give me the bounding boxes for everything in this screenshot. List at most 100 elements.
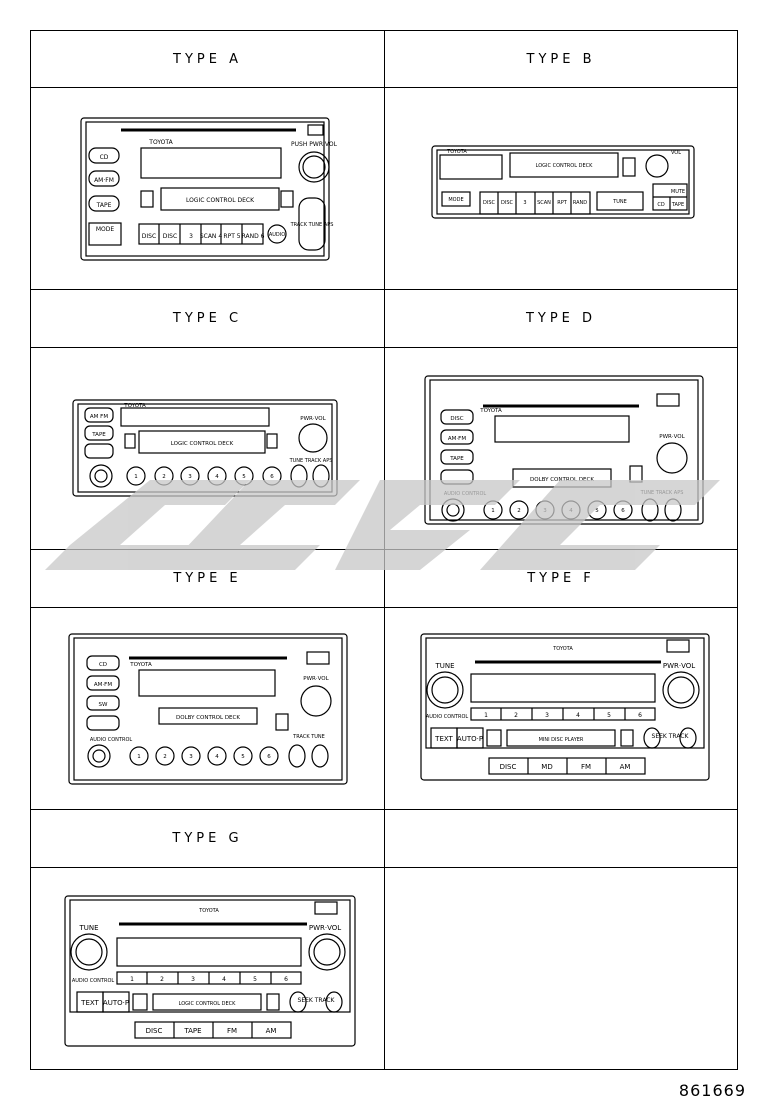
- type-e-btn-cd: CD: [99, 662, 107, 668]
- type-g-deck-label: LOGIC CONTROL DECK: [179, 1001, 236, 1007]
- type-e-preset-6: 6: [267, 754, 271, 760]
- type-e-title: TYPE E: [173, 571, 242, 586]
- type-c-brand: TOYOTA: [123, 403, 146, 409]
- type-d-audio-label: AUDIO CONTROL: [444, 491, 487, 497]
- type-c-preset-4: 4: [215, 474, 219, 480]
- type-g-knob-label: PWR·VOL: [309, 924, 341, 932]
- type-g-title-cell: TYPE G: [30, 810, 385, 868]
- type-a-preset-2: DISC: [163, 233, 177, 240]
- type-c-title-cell: TYPE C: [30, 290, 385, 348]
- type-f-preset-1: 1: [484, 712, 488, 719]
- type-a-preset-4: SCAN 4: [200, 233, 222, 240]
- empty-drawing-cell: [385, 868, 738, 1070]
- type-b-btn-mute: MUTE: [671, 189, 685, 195]
- type-b-tune-label: TUNE: [612, 199, 627, 205]
- type-g-audio-label: AUDIO CONTROL: [72, 978, 115, 984]
- type-a-preset-1: DISC: [142, 233, 156, 240]
- type-g-source-disc: DISC: [146, 1027, 163, 1035]
- type-g-title: TYPE G: [172, 831, 243, 846]
- type-g-text-button: TEXT: [80, 999, 99, 1007]
- type-f-audio-label: AUDIO CONTROL: [426, 714, 469, 720]
- type-c-radio-drawing: TOYOTA AM FM TAPE PWR·VOL LOGIC CONTROL …: [72, 399, 338, 497]
- type-b-preset-2: DISC: [501, 200, 513, 206]
- radio-type-sheet: TYPE A TYPE B: [30, 30, 738, 1070]
- type-c-btn-tape: TAPE: [91, 432, 106, 438]
- type-d-btn-amfm: AM·FM: [448, 436, 466, 442]
- type-a-brand: TOYOTA: [148, 139, 173, 146]
- type-d-radio-drawing: TOYOTA DISC AM·FM TAPE PWR·VOL DOLBY CON…: [424, 375, 704, 525]
- type-g-source-fm: FM: [227, 1027, 237, 1035]
- type-f-source-am: AM: [620, 763, 631, 771]
- type-d-btn-tape: TAPE: [449, 456, 464, 462]
- type-f-title: TYPE F: [527, 571, 595, 586]
- type-c-btn-amfm: AM FM: [90, 414, 108, 420]
- type-a-drawing-cell: TOYOTA CD AM·FM TAPE MODE PUSH PWR·VOL L…: [30, 88, 385, 290]
- type-a-btn-amfm: AM·FM: [94, 177, 114, 184]
- type-b-preset-1: DISC: [483, 200, 495, 206]
- type-f-preset-3: 3: [545, 712, 549, 719]
- type-b-title: TYPE B: [526, 51, 596, 67]
- type-e-title-cell: TYPE E: [30, 550, 385, 608]
- type-f-title-cell: TYPE F: [385, 550, 738, 608]
- type-g-preset-2: 2: [160, 976, 164, 983]
- type-f-preset-6: 6: [638, 712, 642, 719]
- type-g-source-tape: TAPE: [183, 1027, 201, 1035]
- type-g-source-am: AM: [266, 1027, 277, 1035]
- type-g-drawing-cell: TOYOTA TUNE PWR·VOL AUDIO CONTROL 1 2 3 …: [30, 868, 385, 1070]
- type-c-knob-label: PWR·VOL: [300, 416, 326, 422]
- type-f-text-button: TEXT: [434, 735, 453, 743]
- type-a-title: TYPE A: [173, 51, 242, 67]
- type-g-tune-label: TUNE: [78, 924, 98, 932]
- type-c-seek-label: TUNE TRACK APS: [289, 458, 333, 464]
- type-e-deck-label: DOLBY CONTROL DECK: [176, 715, 240, 721]
- type-f-drawing-cell: TOYOTA TUNE PWR·VOL AUDIO CONTROL 1 2 3 …: [385, 608, 738, 810]
- type-a-knob-label: PUSH PWR·VOL: [291, 141, 338, 148]
- type-e-seek-label: TRACK TUNE: [292, 734, 325, 740]
- type-f-tune-label: TUNE: [434, 662, 454, 670]
- type-d-brand: TOYOTA: [479, 408, 502, 414]
- type-d-btn-disc: DISC: [450, 416, 463, 422]
- type-f-deck-label: MINI DISC PLAYER: [539, 737, 584, 743]
- type-d-drawing-cell: TOYOTA DISC AM·FM TAPE PWR·VOL DOLBY CON…: [385, 348, 738, 550]
- type-c-preset-5: 5: [242, 474, 246, 480]
- type-b-preset-5: RPT: [557, 200, 567, 206]
- type-g-seek-label: SEEK TRACK: [298, 997, 336, 1004]
- diagram-id-label: 861669: [678, 1081, 746, 1100]
- type-e-preset-5: 5: [241, 754, 245, 760]
- type-f-preset-2: 2: [514, 712, 518, 719]
- type-c-title: TYPE C: [172, 311, 243, 326]
- type-d-preset-5: 5: [595, 508, 599, 514]
- empty-title-cell: [385, 810, 738, 868]
- type-e-audio-label: AUDIO CONTROL: [90, 737, 133, 743]
- type-e-radio-drawing: TOYOTA CD AM·FM SW PWR·VOL DOLBY CONTROL…: [68, 633, 348, 785]
- type-a-preset-5: RPT 5: [223, 233, 240, 240]
- type-c-preset-1: 1: [134, 474, 138, 480]
- type-b-preset-3: 3: [523, 200, 526, 206]
- type-f-seek-label: SEEK TRACK: [652, 733, 690, 740]
- type-a-radio-drawing: TOYOTA CD AM·FM TAPE MODE PUSH PWR·VOL L…: [80, 117, 338, 261]
- type-f-preset-5: 5: [607, 712, 611, 719]
- type-c-preset-3: 3: [188, 474, 192, 480]
- type-d-title: TYPE D: [525, 311, 597, 326]
- type-f-brand: TOYOTA: [552, 646, 573, 652]
- type-a-deck-label: LOGIC CONTROL DECK: [186, 197, 255, 204]
- type-d-knob-label: PWR·VOL: [659, 434, 685, 440]
- type-c-drawing-cell: TOYOTA AM FM TAPE PWR·VOL LOGIC CONTROL …: [30, 348, 385, 550]
- type-g-preset-1: 1: [130, 976, 134, 983]
- type-b-preset-4: SCAN: [537, 200, 551, 206]
- type-c-deck-label: LOGIC CONTROL DECK: [171, 441, 234, 447]
- type-e-preset-3: 3: [189, 754, 193, 760]
- type-a-seek-label: TRACK TUNE APS: [290, 222, 334, 228]
- type-f-source-md: MD: [541, 763, 552, 771]
- type-e-brand: TOYOTA: [129, 662, 152, 668]
- type-f-autop-button: AUTO·P: [457, 735, 483, 743]
- type-g-preset-6: 6: [284, 976, 288, 983]
- type-g-preset-3: 3: [191, 976, 195, 983]
- type-b-knob-label: VOL: [671, 150, 681, 156]
- type-g-autop-button: AUTO·P: [103, 999, 129, 1007]
- type-b-drawing-cell: TOYOTA LOGIC CONTROL DECK MODE VOL DISC …: [385, 88, 738, 290]
- type-g-brand: TOYOTA: [198, 908, 219, 914]
- type-g-radio-drawing: TOYOTA TUNE PWR·VOL AUDIO CONTROL 1 2 3 …: [64, 895, 356, 1047]
- type-a-btn-cd: CD: [100, 154, 109, 161]
- type-e-btn-sw: SW: [99, 702, 108, 708]
